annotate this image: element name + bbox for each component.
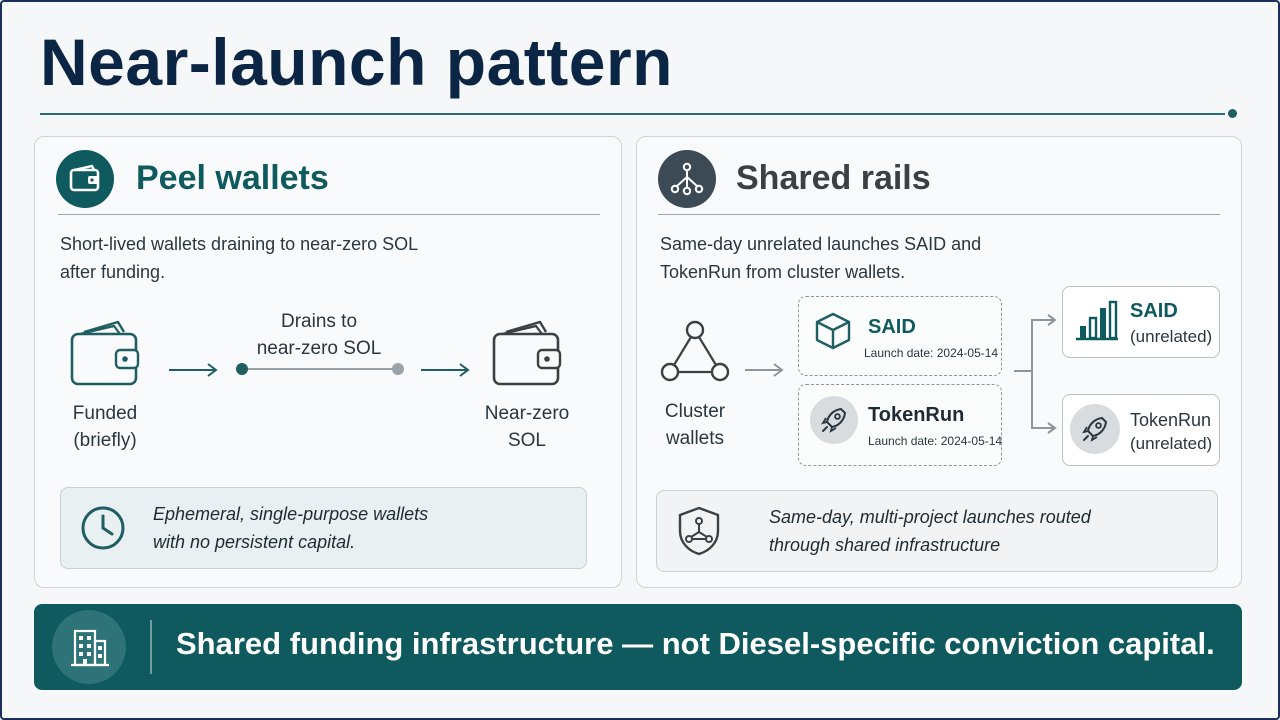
- left-header-rule: [58, 214, 600, 215]
- right-header-rule: [658, 214, 1220, 215]
- label-line: Near-zero: [484, 403, 570, 424]
- shared-rails-description: Same-day unrelated launches SAID and Tok…: [660, 230, 981, 286]
- label-line: wallets: [665, 428, 725, 449]
- note-text: Same-day, multi-project launches routed …: [769, 503, 1091, 559]
- shared-rails-note: Same-day, multi-project launches routed …: [656, 490, 1218, 572]
- wallet-icon: [56, 150, 114, 208]
- banner-text: Shared funding infrastructure — not Dies…: [176, 626, 1215, 661]
- said-name: SAID: [868, 316, 916, 338]
- label-line: Funded: [72, 403, 138, 424]
- near-zero-label: Near-zero SOL: [472, 400, 582, 454]
- funded-wallet-icon: [70, 320, 140, 386]
- tokenrun-unrelated-sub: (unrelated): [1130, 434, 1213, 453]
- said-unrelated-box: [1062, 286, 1220, 358]
- said-unrelated-sub: (unrelated): [1130, 327, 1213, 346]
- rocket-icon: [810, 396, 858, 444]
- title-rule: [40, 113, 1225, 115]
- note-text: Ephemeral, single-purpose wallets with n…: [153, 500, 428, 556]
- peel-wallets-title: Peel wallets: [136, 159, 329, 197]
- empty-wallet-icon: [492, 320, 562, 386]
- arrow-right-icon: [745, 363, 784, 377]
- title-rule-dot: [1228, 109, 1237, 118]
- label-line: near-zero SOL: [256, 338, 382, 359]
- building-icon: [52, 610, 126, 684]
- shield-network-icon: [678, 506, 720, 556]
- peel-wallets-note: Ephemeral, single-purpose wallets with n…: [60, 487, 587, 569]
- clock-icon: [81, 506, 125, 550]
- arrow-right-icon: [169, 363, 218, 377]
- conclusion-banner: [34, 604, 1242, 690]
- rocket-icon: [1070, 404, 1120, 454]
- bar-chart-icon: [1076, 300, 1118, 341]
- said-unrelated-name: SAID: [1130, 300, 1178, 322]
- tokenrun-launch-date: Launch date: 2024-05-14: [868, 434, 1003, 448]
- description-line: TokenRun from cluster wallets.: [660, 262, 906, 282]
- label-line: SOL: [507, 430, 547, 451]
- branch-connector: [1014, 314, 1057, 434]
- description-line: Short-lived wallets draining to near-zer…: [60, 234, 419, 254]
- label-line: (briefly): [73, 430, 137, 451]
- description-line: Same-day unrelated launches SAID and: [660, 234, 982, 254]
- cluster-nodes-icon: [660, 320, 730, 382]
- description-line: after funding.: [60, 262, 166, 282]
- note-line: with no persistent capital.: [153, 532, 356, 552]
- shared-rails-title: Shared rails: [736, 159, 931, 197]
- note-line: through shared infrastructure: [769, 535, 1001, 555]
- label-line: Cluster: [664, 401, 726, 422]
- tokenrun-name: TokenRun: [868, 404, 965, 426]
- drain-label: Drains to near-zero SOL: [244, 308, 394, 362]
- tokenrun-unrelated-name: TokenRun: [1130, 410, 1212, 430]
- cluster-wallets-label: Cluster wallets: [650, 398, 740, 452]
- peel-wallets-description: Short-lived wallets draining to near-zer…: [60, 230, 418, 286]
- network-nodes-icon: [658, 150, 716, 208]
- funded-label: Funded (briefly): [56, 400, 154, 454]
- page-title: Near-launch pattern: [40, 25, 673, 99]
- label-line: Drains to: [280, 311, 358, 332]
- drain-line: [236, 363, 404, 375]
- cube-icon: [815, 312, 851, 350]
- note-line: Same-day, multi-project launches routed: [769, 507, 1091, 527]
- said-launch-date: Launch date: 2024-05-14: [864, 346, 999, 360]
- arrow-right-icon: [421, 363, 470, 377]
- banner-separator: [150, 620, 152, 674]
- note-line: Ephemeral, single-purpose wallets: [153, 504, 429, 524]
